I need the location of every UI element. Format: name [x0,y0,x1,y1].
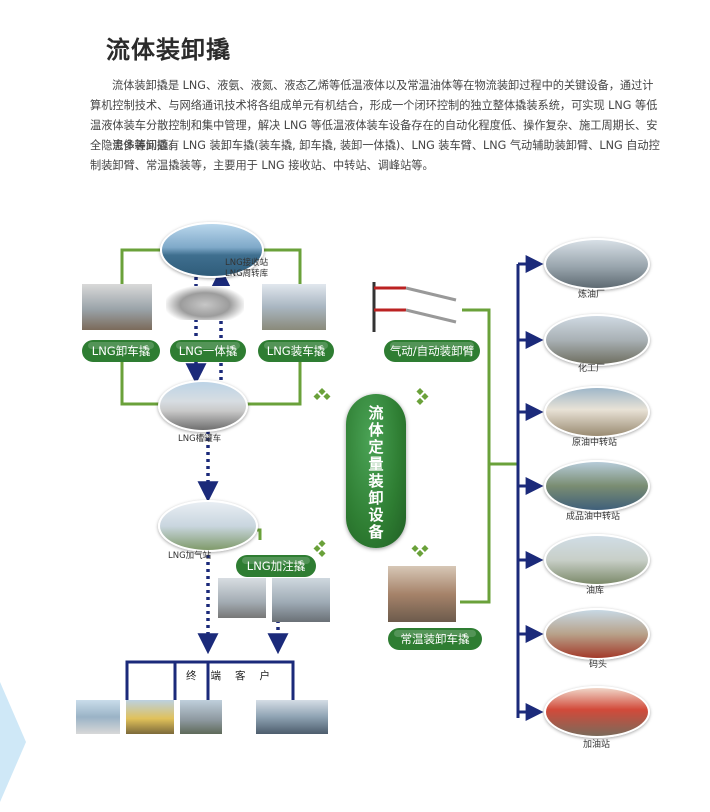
center-char-1: 流 [368,404,384,422]
page-title: 流体装卸撬 [106,36,231,64]
destination-oil-depot: 油库 [586,586,605,596]
lng-load-skid-label: LNG装车撬 [258,340,334,362]
terminal-customers-label: 终端客户 [186,670,284,682]
center-char-2: 体 [368,421,384,439]
receiving-station-caption-2: LNG周转库 [225,269,269,279]
loading-arm-image [366,278,462,334]
center-char-3: 定 [368,438,384,456]
normal-temp-skid-label: 常温装卸车撬 [388,628,482,650]
bus-image [76,700,120,734]
city-image [256,700,328,734]
destination-refinery: 炼油厂 [578,290,606,300]
gas-station-caption: LNG加气站 [168,551,212,561]
load-skid-image [262,284,326,330]
normal-temp-skid-image [388,566,456,622]
crude-transfer-image [544,386,650,438]
receiving-station-image [160,222,264,278]
intro-paragraph-1: 流体装卸撬是 LNG、液氨、液氮、液态乙烯等低温液体以及常温油体等在物流装卸过程… [90,79,658,152]
destination-crude-transfer: 原油中转站 [572,438,618,448]
industry-image [180,700,222,734]
center-char-5: 装 [368,472,384,490]
fuel-station-image [544,686,650,738]
refinery-image [544,238,650,290]
corner-decoration [0,682,26,802]
tanker-truck-image [158,380,248,432]
intro-paragraph-2: 流体装卸撬有 LNG 装卸车撬(装车撬, 卸车撬, 装卸一体撬)、LNG 装车臂… [90,139,660,172]
destination-product-oil-transfer: 成品油中转站 [566,512,621,522]
lng-unload-skid-label: LNG卸车撬 [82,340,160,362]
oil-depot-image [544,534,650,586]
product-oil-transfer-image [544,460,650,512]
tanker-caption: LNG槽罐车 [178,434,222,444]
green-loop-lines [120,248,518,604]
gas-station-image [158,500,258,552]
destination-chemical-plant: 化工厂 [578,364,606,374]
wharf-image [544,608,650,660]
center-char-8: 备 [368,523,384,541]
terminal-bracket [125,660,295,700]
fueling-skid-image-2 [272,578,330,622]
receiving-station-caption-1: LNG接收站 [225,258,269,268]
fueling-skid-image-1 [218,578,266,618]
pneumatic-arm-label: 气动/自动装卸臂 [384,340,480,362]
destination-branch-lines [516,255,544,721]
unload-skid-image [82,284,152,330]
destination-wharf: 码头 [589,660,608,670]
integrated-skid-image [166,286,244,320]
lng-fueling-skid-label: LNG加注撬 [236,555,316,577]
taxi-image [126,700,174,734]
center-char-4: 量 [368,455,384,473]
chemical-plant-image [544,314,650,366]
center-char-7: 设 [368,506,384,524]
central-equipment-label: 流 体 定 量 装 卸 设 备 [346,394,406,548]
destination-fuel-station: 加油站 [583,740,611,750]
center-char-6: 卸 [368,489,384,507]
lng-integrated-skid-label: LNG一体撬 [170,340,246,362]
